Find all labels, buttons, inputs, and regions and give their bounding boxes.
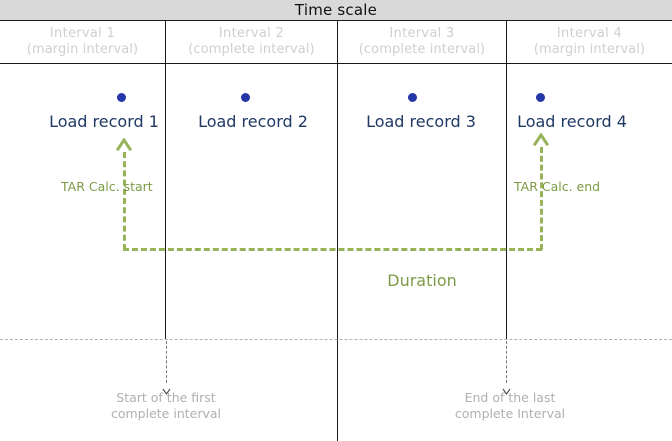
load-record-4-label: Load record 4 <box>517 112 627 131</box>
end-callout-line <box>506 341 507 383</box>
interval-divider-3 <box>506 20 507 339</box>
end-callout-note: End of the last complete Interval <box>455 390 565 422</box>
header-bottom-rule <box>0 63 672 64</box>
interval-4-name: Interval 4 <box>556 25 623 41</box>
arrow-down-icon-end-callout <box>502 381 511 396</box>
load-record-3-label: Load record 3 <box>366 112 476 131</box>
header-top-rule <box>0 20 672 21</box>
duration-span-line <box>123 248 542 251</box>
load-record-1-dot <box>117 93 126 102</box>
interval-divider-1 <box>165 20 166 339</box>
interval-1-kind: (margin interval) <box>26 41 139 57</box>
arrow-up-icon-tar-start <box>115 137 133 154</box>
interval-header-row: Interval 1 (margin interval) Interval 2 … <box>0 20 672 63</box>
interval-header-1: Interval 1 (margin interval) <box>0 20 165 63</box>
load-record-4-dot <box>536 93 545 102</box>
interval-header-3: Interval 3 (complete interval) <box>338 20 506 63</box>
tar-calc-end-label: TAR Calc. end <box>514 179 601 194</box>
arrow-down-icon-start-callout <box>162 381 171 396</box>
load-record-3-dot <box>408 93 417 102</box>
interval-1-name: Interval 1 <box>49 25 116 41</box>
tar-calc-start-label: TAR Calc. start <box>61 179 153 194</box>
interval-2-name: Interval 2 <box>218 25 285 41</box>
page-title: Time scale <box>294 0 378 19</box>
arrow-up-icon-tar-end <box>532 132 550 149</box>
load-record-2-label: Load record 2 <box>198 112 308 131</box>
load-record-1-label: Load record 1 <box>49 112 159 131</box>
start-callout-note-line2: complete interval <box>110 406 222 421</box>
start-callout-note: Start of the first complete interval <box>111 390 221 422</box>
bottom-separator <box>0 339 672 340</box>
time-scale-title-band: Time scale <box>0 0 672 20</box>
interval-3-name: Interval 3 <box>389 25 455 41</box>
end-callout-note-line1: End of the last <box>464 390 556 405</box>
interval-divider-2 <box>337 20 338 441</box>
tar-end-connector-line <box>540 147 543 250</box>
duration-label: Duration <box>387 271 457 290</box>
interval-2-kind: (complete interval) <box>188 41 315 57</box>
tar-start-connector-line <box>123 152 126 250</box>
end-callout-note-line2: complete Interval <box>454 406 566 421</box>
start-callout-line <box>166 341 167 383</box>
interval-header-4: Interval 4 (margin interval) <box>507 20 672 63</box>
start-callout-note-line1: Start of the first <box>116 390 216 405</box>
interval-4-kind: (margin interval) <box>533 41 646 57</box>
interval-header-2: Interval 2 (complete interval) <box>166 20 337 63</box>
load-record-2-dot <box>241 93 250 102</box>
interval-3-kind: (complete interval) <box>358 41 486 57</box>
